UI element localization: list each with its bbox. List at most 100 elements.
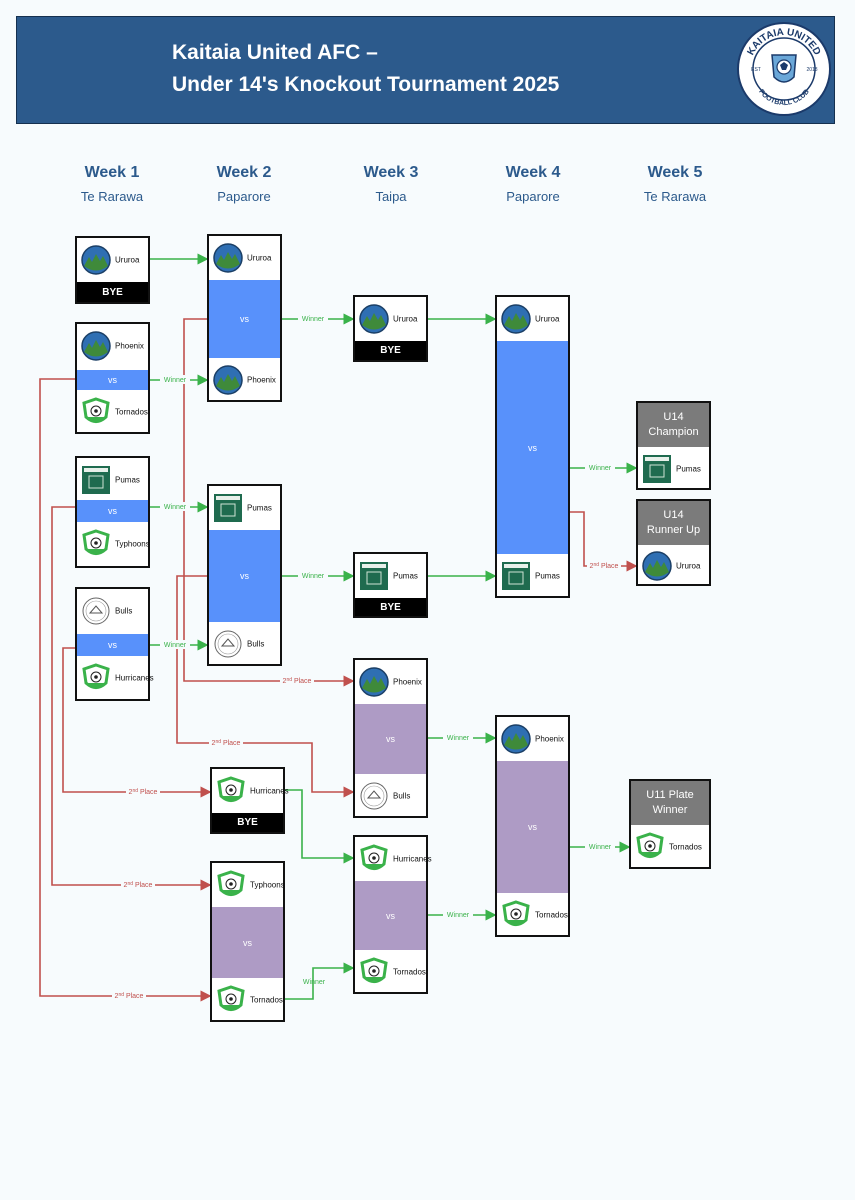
team-slot: Tornados bbox=[631, 825, 709, 869]
second-place-label: 2nd Place bbox=[124, 881, 153, 889]
ururoa-logo-icon bbox=[81, 245, 111, 275]
ururoa-logo-icon bbox=[642, 551, 672, 581]
week-1-header: Week 1 Te Rarawa bbox=[57, 164, 167, 204]
page-title-line-2: Under 14's Knockout Tournament 2025 bbox=[172, 73, 560, 96]
week-3-name: Week 3 bbox=[363, 164, 419, 181]
team-name: Typhoons bbox=[250, 880, 285, 890]
team-name: Ururoa bbox=[115, 255, 140, 265]
team-name: Pumas bbox=[676, 464, 701, 474]
logo-year: 2018 bbox=[806, 67, 817, 73]
team-slot: Bulls bbox=[209, 622, 280, 666]
team-slot: Typhoons bbox=[77, 522, 150, 566]
match-w3-hurricanes-tornados: Hurricanes vs Tornados bbox=[353, 835, 432, 994]
tornados-logo-icon bbox=[501, 900, 531, 930]
team-slot: Phoenix bbox=[497, 717, 568, 761]
bye-label: BYE bbox=[355, 598, 426, 616]
tornados-logo-icon bbox=[359, 957, 389, 987]
team-slot: Ururoa bbox=[355, 297, 426, 341]
second-place-label: 2nd Place bbox=[212, 739, 241, 747]
logo-est: EST bbox=[751, 67, 761, 73]
match-w1-phoenix-tornados: Phoenix vs Tornados bbox=[75, 322, 150, 434]
team-slot: Phoenix bbox=[355, 660, 426, 704]
match-w2-pumas-bulls: Pumas vs Bulls bbox=[207, 484, 282, 666]
pumas-logo-icon bbox=[81, 465, 111, 495]
team-name: Tornados bbox=[669, 842, 702, 852]
vs-label: vs bbox=[497, 341, 568, 554]
pumas-logo-icon bbox=[359, 561, 389, 591]
team-slot: Pumas bbox=[209, 486, 280, 530]
bulls-logo-icon bbox=[359, 781, 389, 811]
team-slot: Ururoa bbox=[209, 236, 280, 280]
pumas-logo-icon bbox=[642, 454, 672, 484]
vs-label: vs bbox=[212, 907, 283, 978]
team-slot: Hurricanes bbox=[212, 769, 289, 813]
week-4-name: Week 4 bbox=[505, 164, 561, 181]
match-w3-ururoa-bye: Ururoa BYE bbox=[353, 295, 428, 362]
team-slot: Pumas bbox=[638, 447, 709, 491]
phoenix-logo-icon bbox=[359, 667, 389, 697]
team-name: Typhoons bbox=[115, 539, 150, 549]
match-w2-hurricanes-bye: Hurricanes BYE bbox=[210, 767, 289, 834]
pumas-logo-icon bbox=[501, 561, 531, 591]
vs-label: vs bbox=[497, 761, 568, 893]
team-slot: Tornados bbox=[77, 390, 148, 434]
team-name: Pumas bbox=[393, 571, 418, 581]
team-name: Hurricanes bbox=[393, 854, 432, 864]
team-name: Pumas bbox=[247, 503, 272, 513]
week-2-name: Week 2 bbox=[216, 164, 272, 181]
hurricanes-logo-icon bbox=[216, 776, 246, 806]
team-name: Tornados bbox=[250, 995, 283, 1005]
team-slot: Bulls bbox=[77, 589, 148, 633]
ururoa-logo-icon bbox=[501, 304, 531, 334]
hurricanes-logo-icon bbox=[359, 844, 389, 874]
vs-label: vs bbox=[77, 634, 148, 656]
team-name: Bulls bbox=[393, 791, 411, 801]
team-slot: Pumas bbox=[497, 554, 568, 598]
team-name: Pumas bbox=[115, 475, 140, 485]
winner-label: Winner bbox=[164, 504, 187, 511]
bye-label: BYE bbox=[355, 341, 426, 360]
bye-label: BYE bbox=[77, 282, 148, 302]
vs-label: vs bbox=[209, 530, 280, 622]
team-name: Bulls bbox=[247, 639, 265, 649]
team-name: Tornados bbox=[393, 967, 426, 977]
team-slot: Ururoa bbox=[638, 544, 709, 588]
team-slot: Pumas bbox=[355, 554, 426, 598]
team-name: Ururoa bbox=[535, 314, 560, 324]
match-w4-ururoa-pumas: Ururoa vs Pumas bbox=[495, 295, 570, 598]
team-slot: Ururoa bbox=[497, 297, 568, 341]
winner-label: Winner bbox=[447, 912, 470, 919]
team-slot: Tornados bbox=[355, 950, 426, 994]
team-name: Phoenix bbox=[115, 341, 144, 351]
team-name: Pumas bbox=[535, 571, 560, 581]
bye-label: BYE bbox=[212, 813, 283, 832]
second-place-label: 2nd Place bbox=[283, 677, 312, 685]
phoenix-logo-icon bbox=[213, 365, 243, 395]
second-place-label: 2nd Place bbox=[590, 562, 619, 570]
team-slot: Bulls bbox=[355, 774, 426, 818]
week-1-name: Week 1 bbox=[84, 164, 140, 181]
week-5-venue: Te Rarawa bbox=[643, 189, 707, 204]
pumas-logo-icon bbox=[213, 493, 243, 523]
match-w3-pumas-bye: Pumas BYE bbox=[353, 552, 428, 618]
second-place-label: 2nd Place bbox=[115, 992, 144, 1000]
ururoa-logo-icon bbox=[359, 304, 389, 334]
winner-label: Winner bbox=[302, 316, 325, 323]
week-3-venue: Taipa bbox=[375, 189, 407, 204]
winner-label: Winner bbox=[164, 377, 187, 384]
winner-label: Winner bbox=[589, 465, 612, 472]
second-place-label: 2nd Place bbox=[129, 788, 158, 796]
week-3-header: Week 3 Taipa bbox=[336, 164, 446, 204]
match-w1-bulls-hurricanes: Bulls vs Hurricanes bbox=[75, 587, 154, 701]
vs-label: vs bbox=[209, 280, 280, 358]
team-slot: Phoenix bbox=[77, 324, 148, 368]
winner-label: Winner bbox=[589, 844, 612, 851]
week-1-venue: Te Rarawa bbox=[80, 189, 144, 204]
page-title-line-1: Kaitaia United AFC – bbox=[172, 41, 378, 64]
